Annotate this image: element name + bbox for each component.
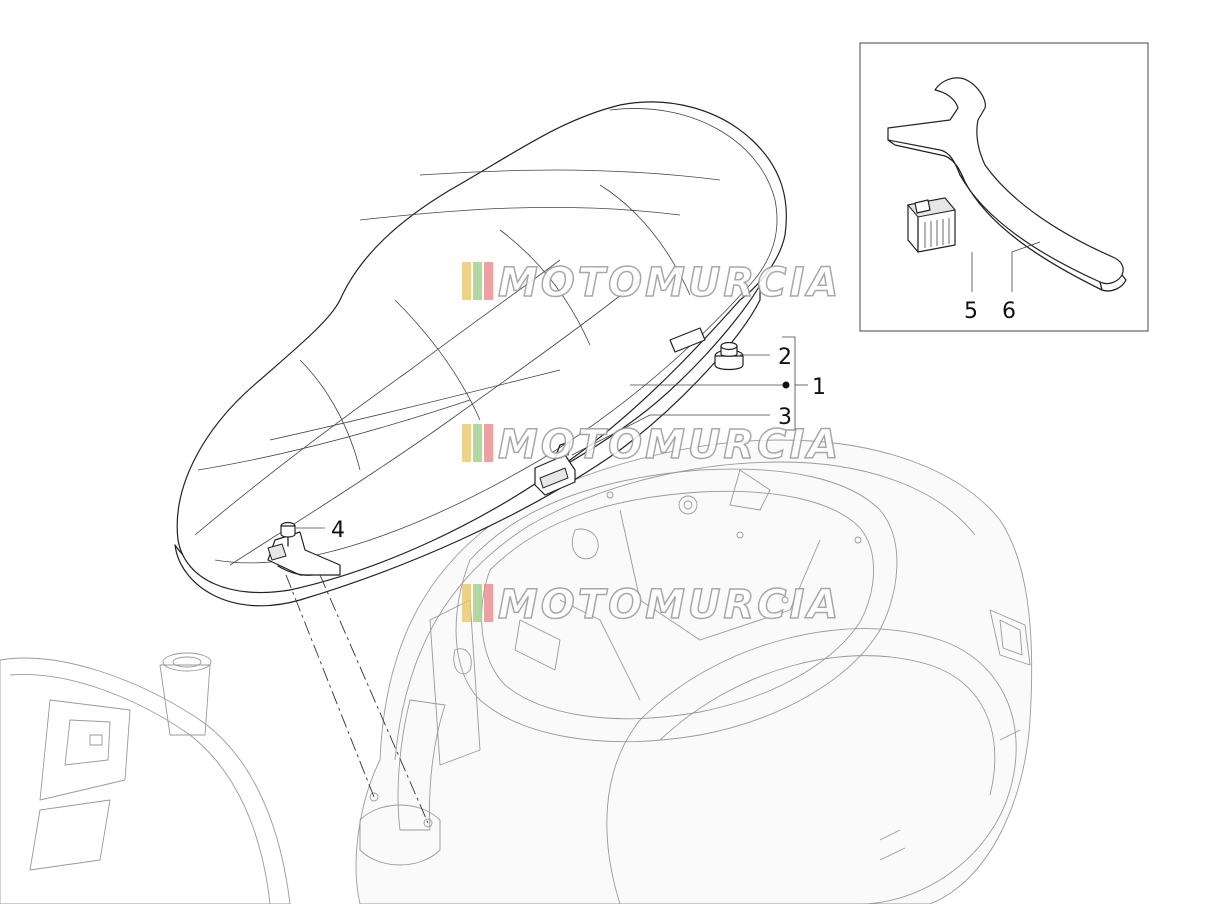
seat-assembly (174, 101, 787, 607)
callout-3: 3 (778, 405, 792, 430)
scooter-frame-illustration (0, 439, 1033, 904)
callout-2: 2 (778, 345, 792, 370)
callout-6: 6 (1002, 299, 1016, 324)
callout-leaders (296, 336, 808, 529)
hook-spanner (887, 77, 1124, 285)
callout-4: 4 (331, 518, 345, 543)
callout-5: 5 (964, 299, 978, 324)
watermark-text: MOTOMURCIA (498, 422, 841, 468)
assembly-guide-line (319, 574, 429, 824)
clip (907, 197, 956, 253)
callout-1: 1 (812, 375, 826, 400)
assembly-guide-line (285, 574, 375, 798)
watermark-text: MOTOMURCIA (498, 260, 841, 306)
watermark-logo: MOTOMURCIA (462, 581, 841, 629)
inset-box (859, 42, 1149, 332)
seat-latch (534, 441, 576, 496)
watermark-logo: MOTOMURCIA (462, 421, 841, 469)
seat-hinge (267, 521, 341, 576)
rubber-buffer (714, 341, 744, 371)
watermark-text: MOTOMURCIA (498, 582, 841, 628)
watermark-logo: MOTOMURCIA (462, 259, 841, 307)
